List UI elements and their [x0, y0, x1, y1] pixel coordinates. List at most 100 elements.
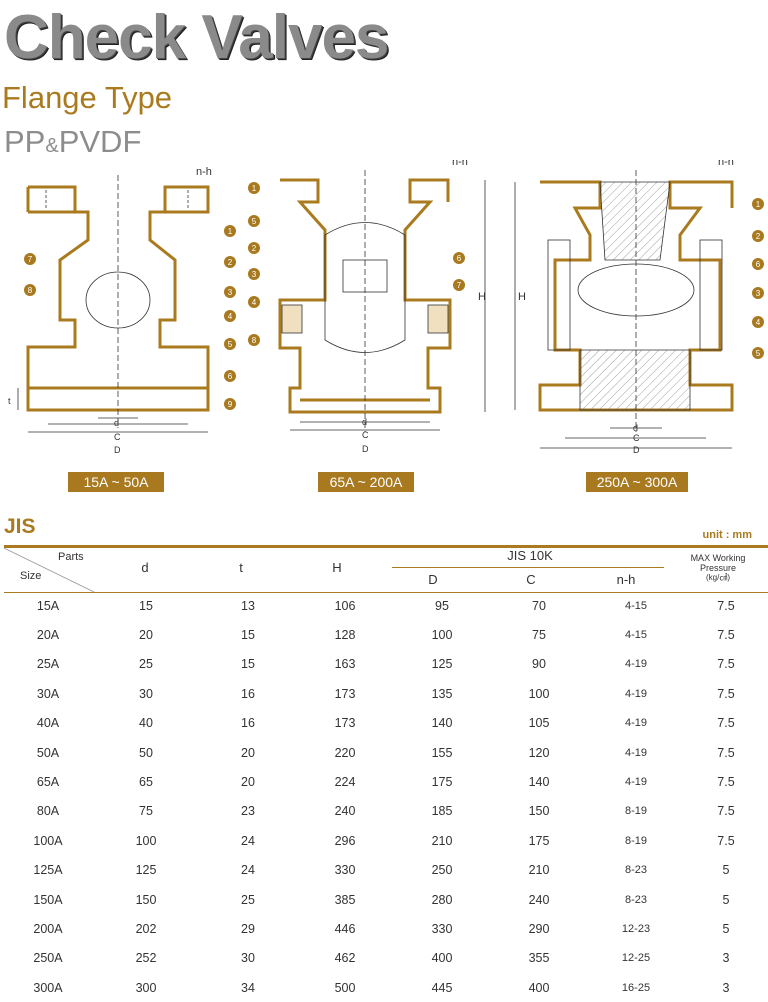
cell-H: 296	[334, 833, 356, 848]
cell-H: 500	[334, 980, 356, 995]
cell-t: 13	[241, 598, 255, 613]
cell-nh: 12-23	[621, 922, 651, 935]
range-badge-large: 250A ~ 300A	[586, 472, 688, 492]
cell-nh: 8-23	[624, 893, 648, 906]
cell-p: 7.5	[717, 657, 735, 672]
cell-d: 150	[135, 892, 157, 907]
cell-t: 24	[241, 863, 255, 878]
cell-p: 7.5	[717, 686, 735, 701]
label-D-2: D	[362, 444, 369, 454]
header-t: t	[239, 560, 243, 575]
cell-p: 5	[722, 863, 730, 878]
cell-size: 250A	[33, 951, 63, 966]
cell-nh: 16-25	[621, 981, 651, 994]
cell-d: 100	[135, 833, 157, 848]
header-D: D	[428, 572, 438, 587]
svg-text:5: 5	[756, 349, 761, 358]
cell-p: 7.5	[717, 804, 735, 819]
cell-nh: 4-19	[624, 658, 648, 671]
svg-text:1: 1	[252, 184, 257, 193]
cell-size: 300A	[33, 980, 63, 995]
cell-D: 250	[431, 863, 453, 878]
cell-H: 173	[334, 686, 356, 701]
material-ampersand: &	[45, 135, 59, 157]
cell-D: 140	[431, 716, 453, 731]
cell-D: 445	[431, 980, 453, 995]
cell-d: 125	[135, 863, 157, 878]
cell-t: 30	[241, 951, 255, 966]
header-max-pressure: MAX Working Pressure (kg/㎠)	[678, 553, 758, 583]
cell-t: 16	[241, 686, 255, 701]
header-size: Size	[20, 570, 42, 582]
cell-D: 100	[431, 628, 453, 643]
label-D-3: D	[633, 445, 640, 455]
cell-t: 16	[241, 716, 255, 731]
label-t-1: t	[8, 396, 11, 406]
cell-D: 95	[435, 598, 449, 613]
cell-D: 125	[431, 657, 453, 672]
cell-d: 15	[139, 598, 153, 613]
material-pp: PP	[4, 124, 46, 159]
cell-H: 240	[334, 804, 356, 819]
cell-C: 240	[528, 892, 550, 907]
cell-size: 80A	[36, 804, 60, 819]
table-top-rule	[4, 545, 768, 548]
cell-H: 128	[334, 628, 356, 643]
header-parts: Parts	[58, 551, 84, 563]
header-C: C	[526, 572, 536, 587]
cell-p: 7.5	[717, 775, 735, 790]
label-H-3: H	[518, 291, 526, 303]
page-subtitle: Flange Type	[2, 80, 173, 115]
svg-text:2: 2	[252, 244, 257, 253]
cell-t: 34	[241, 980, 255, 995]
svg-text:8: 8	[252, 336, 257, 345]
cell-p: 7.5	[717, 833, 735, 848]
svg-text:9: 9	[228, 400, 233, 409]
cell-D: 400	[431, 951, 453, 966]
cell-p: 5	[722, 921, 730, 936]
header-nh: n-h	[616, 572, 636, 587]
cell-d: 300	[135, 980, 157, 995]
label-nh-2: n-h	[452, 160, 468, 168]
cell-p: 7.5	[717, 628, 735, 643]
unit-label: unit : mm	[702, 529, 753, 541]
cell-size: 100A	[33, 833, 63, 848]
cell-d: 252	[135, 951, 157, 966]
cell-d: 65	[139, 775, 153, 790]
cell-H: 330	[334, 863, 356, 878]
cell-p: 5	[722, 892, 730, 907]
cell-d: 30	[139, 686, 153, 701]
cell-size: 15A	[36, 598, 60, 613]
cell-C: 70	[532, 598, 546, 613]
svg-text:4: 4	[756, 318, 761, 327]
cell-D: 280	[431, 892, 453, 907]
cell-D: 155	[431, 745, 453, 760]
svg-text:1: 1	[756, 200, 761, 209]
svg-text:1: 1	[228, 227, 233, 236]
header-H: H	[332, 560, 342, 575]
cell-p: 7.5	[717, 716, 735, 731]
svg-text:3: 3	[252, 270, 257, 279]
svg-text:5: 5	[228, 340, 233, 349]
cell-nh: 8-19	[624, 805, 648, 818]
cell-nh: 4-15	[624, 629, 648, 642]
cell-p: 3	[722, 980, 730, 995]
cell-nh: 4-19	[624, 776, 648, 789]
cell-nh: 4-15	[624, 599, 648, 612]
label-D-1: D	[114, 445, 121, 455]
label-nh-1: n-h	[196, 166, 212, 178]
cell-t: 25	[241, 892, 255, 907]
table-header-rule	[4, 592, 768, 593]
cell-size: 40A	[36, 716, 60, 731]
cell-D: 330	[431, 921, 453, 936]
cell-nh: 4-19	[624, 717, 648, 730]
cell-H: 163	[334, 657, 356, 672]
cell-D: 210	[431, 833, 453, 848]
cell-C: 175	[528, 833, 550, 848]
cell-t: 15	[241, 657, 255, 672]
